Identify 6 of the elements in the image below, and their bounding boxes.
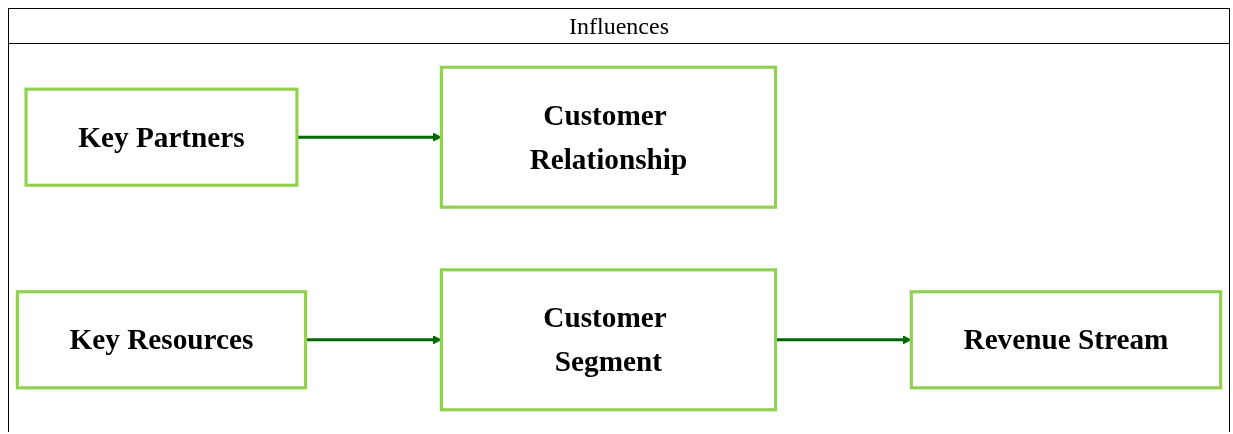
node-box: Customer Segment bbox=[439, 268, 778, 412]
table-header: Influences bbox=[9, 9, 1229, 44]
node-box: Customer Relationship bbox=[439, 65, 778, 209]
node-box: Key Partners bbox=[24, 87, 299, 187]
node-box: Key Resources bbox=[15, 290, 308, 390]
node-box: Revenue Stream bbox=[909, 290, 1223, 390]
